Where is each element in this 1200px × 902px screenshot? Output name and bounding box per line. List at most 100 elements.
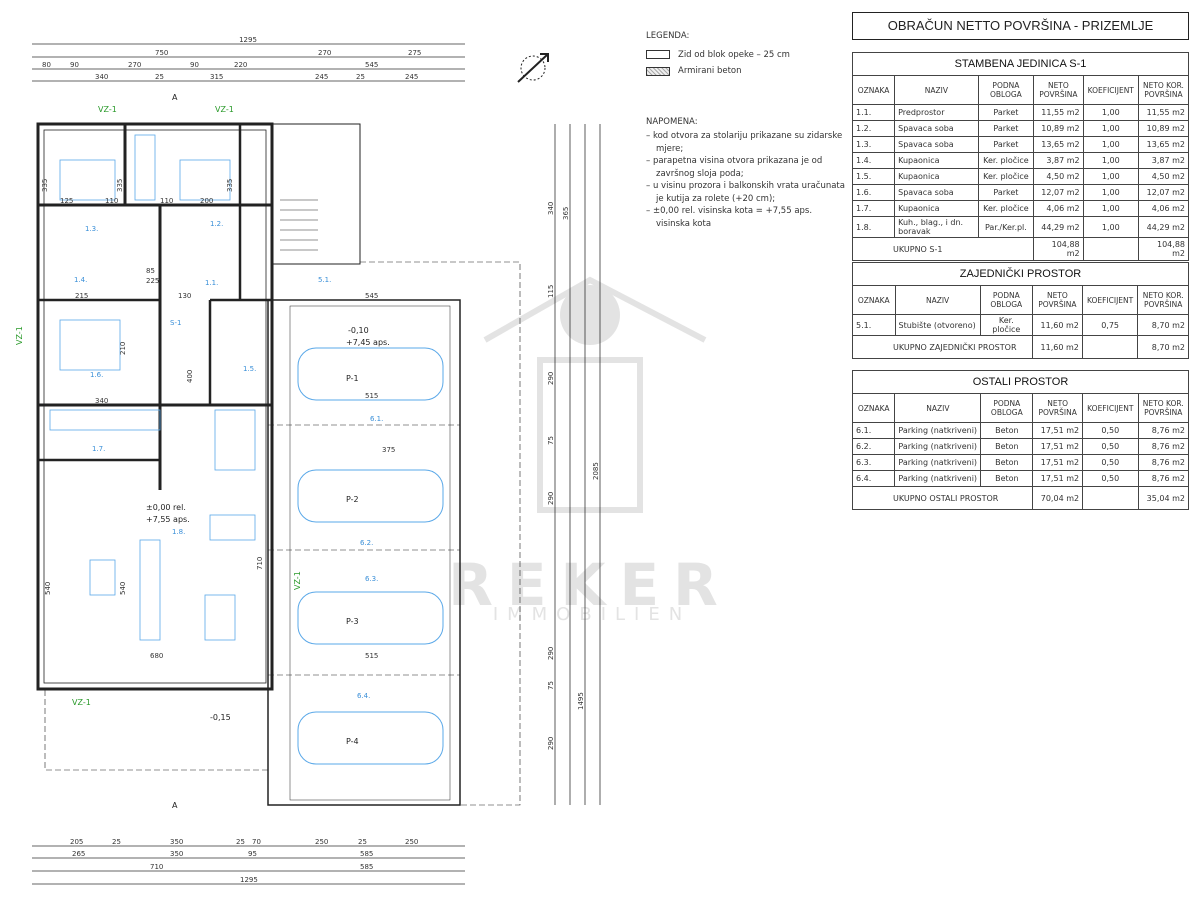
column-header: NETO KOR. POVRŠINA <box>1137 75 1190 105</box>
dim: 350 <box>170 838 183 846</box>
room-label: 1.6. <box>90 371 103 379</box>
table-cell: 4,06 m2 <box>1137 200 1190 217</box>
table-cell: Parking (natkriveni) <box>894 470 982 487</box>
level-floor: ±0,00 rel. <box>146 503 186 512</box>
table-cell: Beton <box>980 470 1034 487</box>
svg-text:540: 540 <box>119 582 127 595</box>
parking-label: P-4 <box>346 737 359 746</box>
table-cell: 8,76 m2 <box>1137 438 1190 455</box>
total-neto: 11,60 m2 <box>1031 335 1083 359</box>
table-cell: Ker. pločice <box>977 200 1035 217</box>
parking-label: P-2 <box>346 495 359 504</box>
concrete-swatch <box>646 66 670 76</box>
sheet-title: OBRAČUN NETTO POVRŠINA - PRIZEMLJE <box>852 12 1189 40</box>
legend-label: Zid od blok opeke – 25 cm <box>678 49 790 60</box>
table-cell: 5.1. <box>852 314 896 336</box>
room-label: 1.7. <box>92 445 105 453</box>
table-cell: Parking (natkriveni) <box>894 422 982 439</box>
svg-text:515: 515 <box>365 652 378 660</box>
table-cell: 1,00 <box>1082 120 1139 137</box>
table-cell: 12,07 m2 <box>1033 184 1084 201</box>
total-empty <box>1082 237 1139 261</box>
svg-text:680: 680 <box>150 652 163 660</box>
room-label: 6.3. <box>365 575 378 583</box>
window-tag: VZ-1 <box>215 105 234 114</box>
table-cell: Kupaonica <box>894 152 979 169</box>
note: – parapetna visina otvora prikazana je o… <box>646 156 823 179</box>
dim: 25 <box>236 838 245 846</box>
room-label: 1.5. <box>243 365 256 373</box>
column-header: NAZIV <box>894 75 979 105</box>
column-header: PODNA OBLOGA <box>977 75 1035 105</box>
table-cell: 6.1. <box>851 422 896 439</box>
table-cell: 8,76 m2 <box>1137 422 1190 439</box>
right-dimensions <box>554 124 601 805</box>
column-header: NETO POVRŠINA <box>1032 393 1084 423</box>
column-header: OZNAKA <box>851 75 896 105</box>
table-caption-row: OSTALI PROSTOR <box>852 370 1189 394</box>
table-cell: 1.4. <box>851 152 896 169</box>
table-cell: 11,55 m2 <box>1033 104 1084 121</box>
table-cell: 3,87 m2 <box>1033 152 1084 169</box>
watermark: REKER IMMOBILIEN <box>448 276 732 625</box>
dim: 270 <box>318 49 331 57</box>
dim: 315 <box>210 73 223 81</box>
room-label: 1.1. <box>205 279 218 287</box>
table-caption-row: ZAJEDNIČKI PROSTOR <box>852 262 1189 286</box>
parked-cars <box>297 347 444 765</box>
room-label: 1.2. <box>210 220 223 228</box>
total-empty <box>1081 335 1139 359</box>
column-header: OZNAKA <box>851 393 896 423</box>
watermark-text: REKER <box>448 551 732 619</box>
level-outside: -0,15 <box>210 713 231 722</box>
column-header: KOEFICIJENT <box>1082 75 1139 105</box>
dim: 270 <box>128 61 141 69</box>
column-header: NETO POVRŠINA <box>1031 285 1083 315</box>
table-cell: 1,00 <box>1082 152 1139 169</box>
total-label: UKUPNO S-1 <box>851 237 1035 261</box>
room-label: 6.4. <box>357 692 370 700</box>
interior-dimensions: 335 125 110 335 110 200 335 545 515 375 … <box>41 179 395 660</box>
table-cell: 0,50 <box>1082 422 1139 439</box>
table-caption: STAMBENA JEDINICA S-1 <box>852 52 1189 76</box>
table-cell: 1.8. <box>851 216 896 238</box>
legend-label: Armirani beton <box>678 66 742 76</box>
parking-label: P-1 <box>346 374 359 383</box>
table-cell: 1.7. <box>851 200 896 217</box>
dim: 545 <box>365 61 378 69</box>
table-cell: 44,29 m2 <box>1033 216 1084 238</box>
column-header: NAZIV <box>894 285 981 315</box>
table-cell: 17,51 m2 <box>1032 438 1084 455</box>
svg-text:335: 335 <box>226 179 234 192</box>
svg-text:340: 340 <box>547 202 555 215</box>
table-cell: 6.3. <box>851 454 896 471</box>
table-cell: Par./Ker.pl. <box>977 216 1035 238</box>
svg-text:125: 125 <box>60 197 73 205</box>
dim-total-top: 1295 <box>239 36 257 44</box>
table-cell: 1,00 <box>1082 168 1139 185</box>
table-cell: 44,29 m2 <box>1137 216 1190 238</box>
table-cell: 1.1. <box>851 104 896 121</box>
stair-and-parking <box>44 123 521 806</box>
table-cell: Parket <box>977 184 1035 201</box>
note: – u visinu prozora i balkonskih vrata ur… <box>646 181 845 204</box>
svg-text:215: 215 <box>75 292 88 300</box>
column-header: PODNA OBLOGA <box>979 285 1033 315</box>
svg-text:540: 540 <box>44 582 52 595</box>
level-parking-abs: +7,45 aps. <box>346 338 390 347</box>
table-cell: 1.5. <box>851 168 896 185</box>
table-cell: 8,76 m2 <box>1137 470 1190 487</box>
column-header: NETO KOR. POVRŠINA <box>1137 393 1190 423</box>
